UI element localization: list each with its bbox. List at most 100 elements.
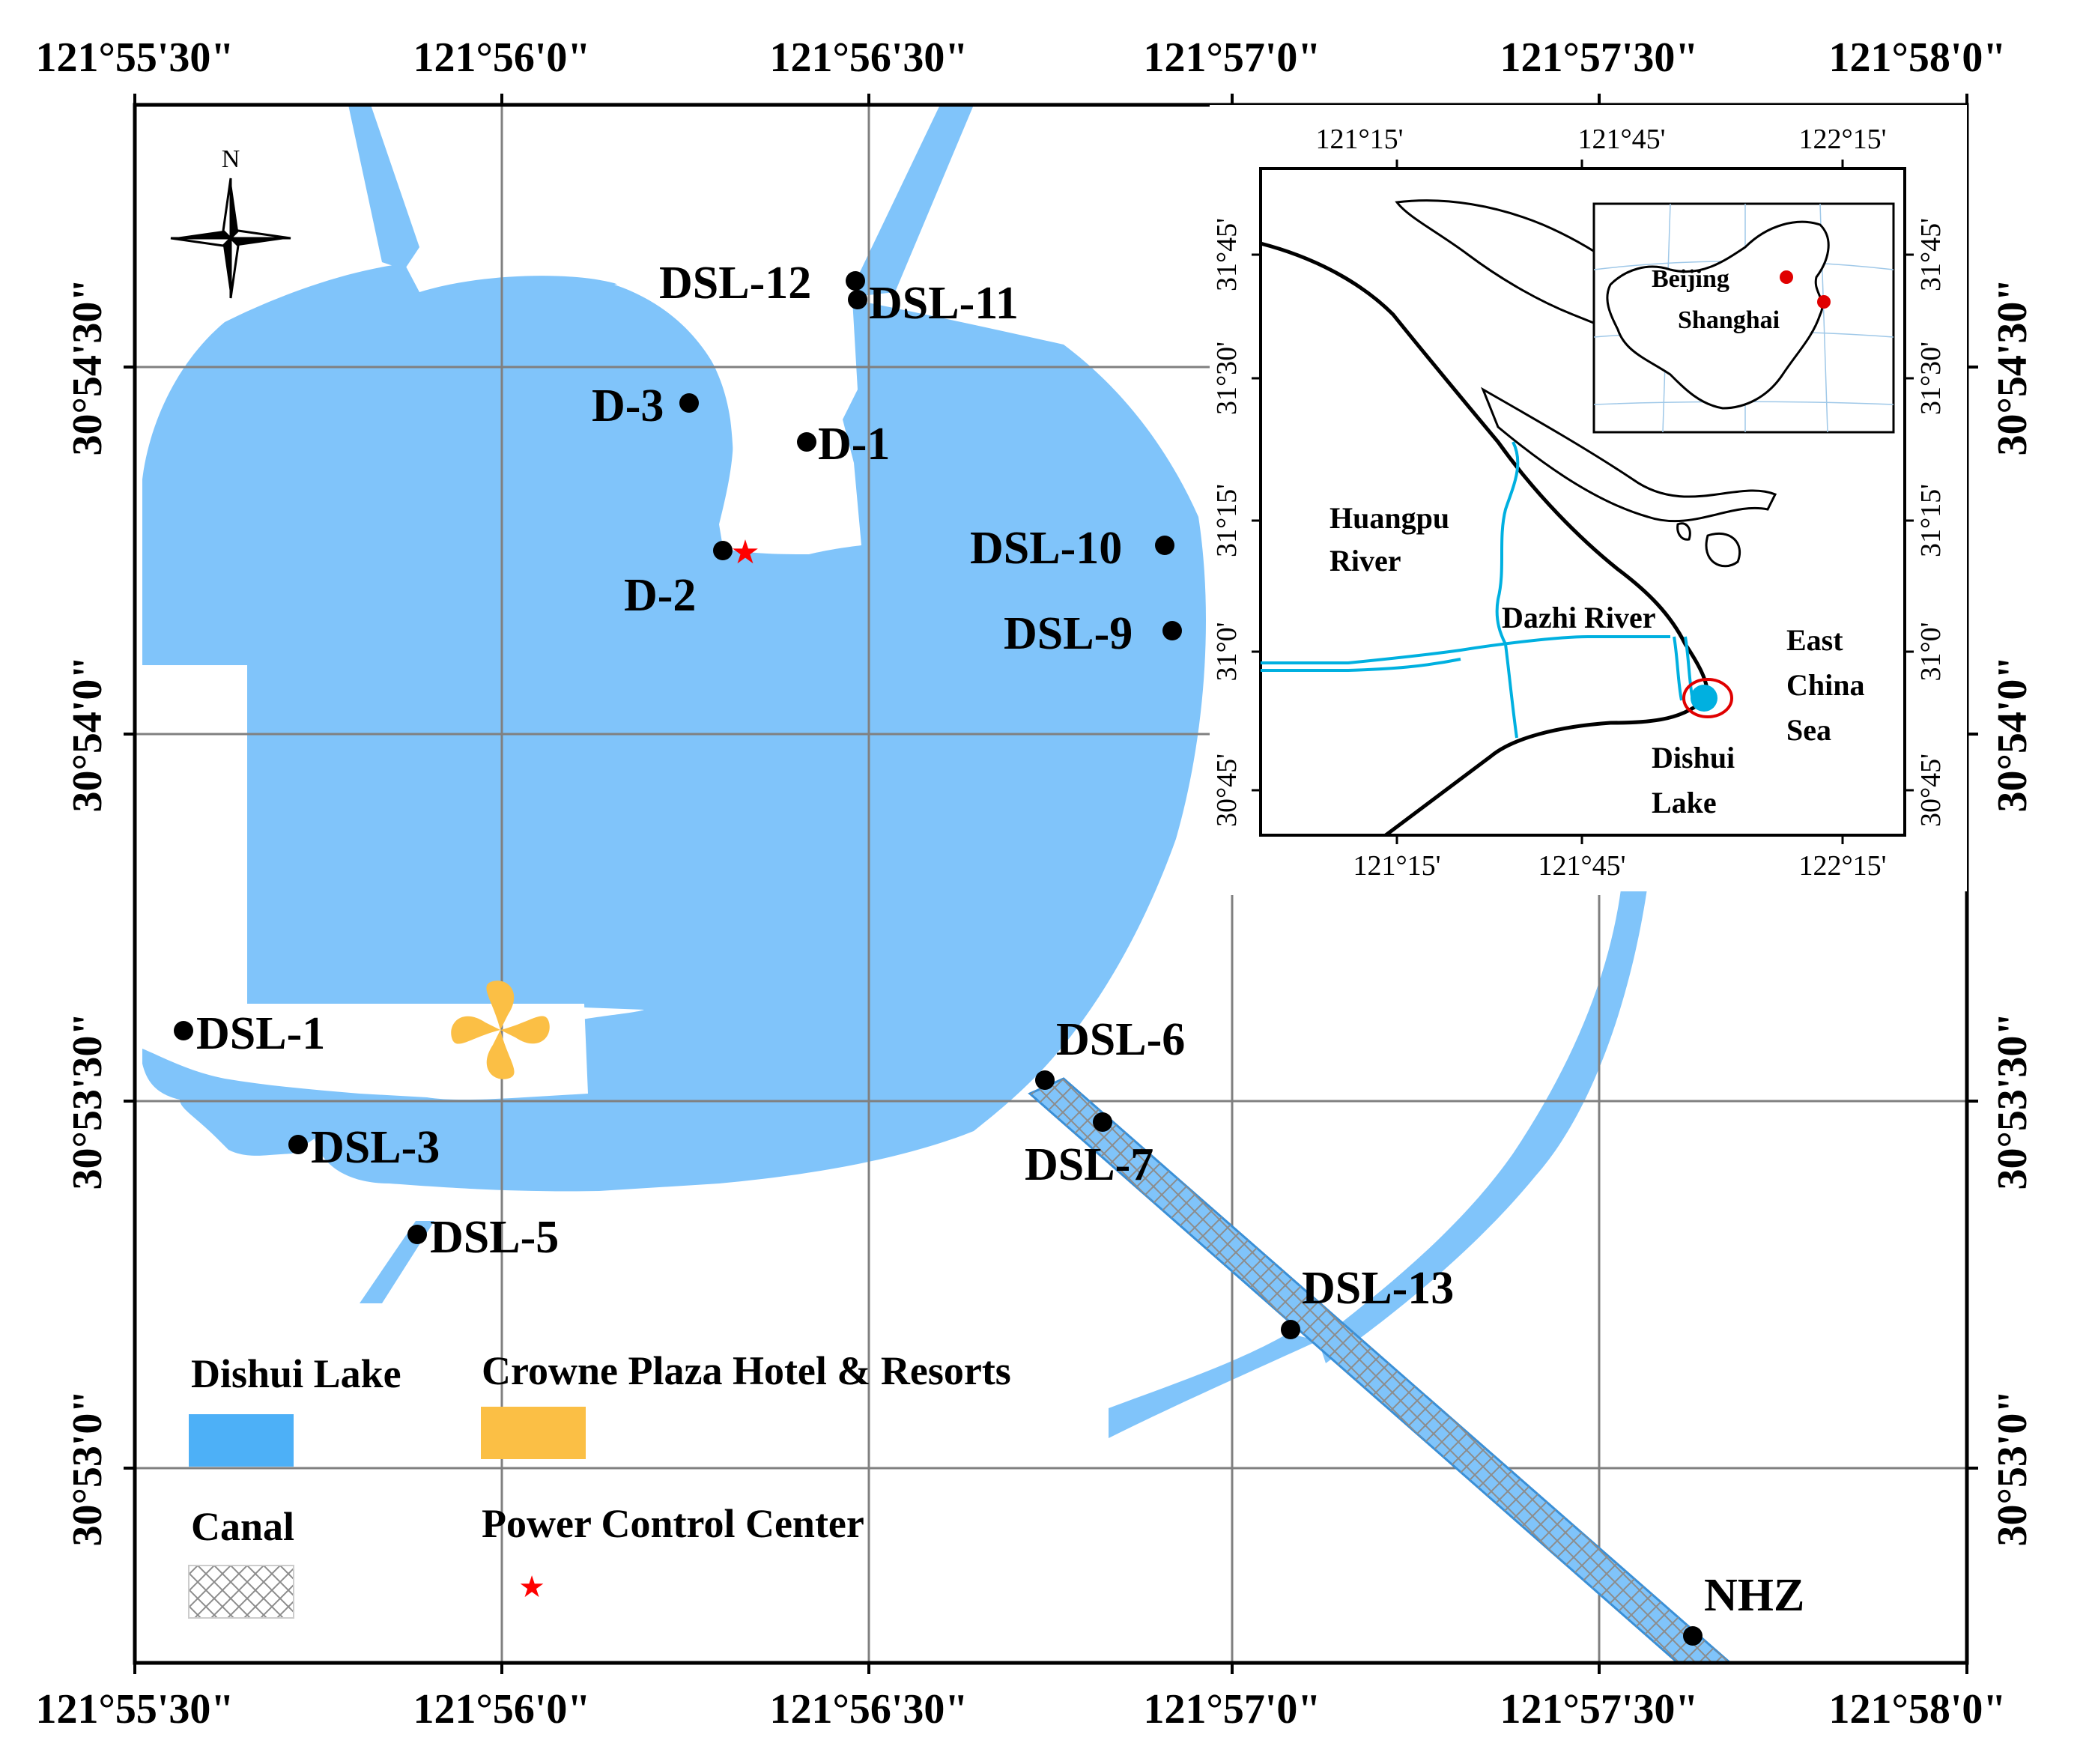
sampling-sites	[174, 271, 1703, 1646]
bottom-tick-label: 121°58'0"	[1828, 1686, 2006, 1733]
left-tick-label: 30°53'0"	[64, 1389, 111, 1546]
legend-label-lake: Dishui Lake	[191, 1351, 401, 1396]
site-label-dsl12: DSL-12	[659, 258, 811, 309]
china-label-beijing: Beijing	[1652, 265, 1729, 293]
top-tick-label: 121°56'0"	[413, 34, 590, 81]
site-label-dsl10: DSL-10	[970, 523, 1122, 574]
inset-bottom-tick-label: 122°15'	[1798, 850, 1886, 882]
site-label-dsl7: DSL-7	[1025, 1139, 1153, 1190]
legend-star-icon: ★	[518, 1570, 545, 1604]
inset-bottom-tick-label: 121°45'	[1538, 850, 1625, 882]
southwest-cutout	[285, 1139, 389, 1228]
site-label-d3: D-3	[592, 381, 664, 431]
northwest-channel	[348, 105, 419, 270]
right-tick-label: 30°54'30"	[1989, 278, 2036, 455]
site-dot-dsl5	[407, 1225, 427, 1244]
frame-ticks	[124, 94, 1978, 1674]
inset-right-tick-label: 30°45'	[1915, 754, 1947, 827]
inset-left-tick-label: 31°0'	[1211, 622, 1243, 681]
inset-right-labels: 31°45' 31°30' 31°15' 31°0' 30°45'	[1915, 218, 1947, 827]
inset-top-labels: 121°15' 121°45' 122°15'	[1315, 124, 1886, 155]
china-locator-map: Beijing Shanghai	[1592, 202, 1895, 434]
inset-right-tick-label: 31°30'	[1915, 342, 1947, 415]
site-label-dsl3: DSL-3	[311, 1122, 440, 1173]
right-tick-label: 30°53'0"	[1989, 1389, 2036, 1546]
bottom-tick-label: 121°57'0"	[1143, 1686, 1321, 1733]
site-dot-dsl11	[848, 290, 867, 309]
legend: Dishui Lake Crowne Plaza Hotel & Resorts…	[188, 1348, 1011, 1619]
north-channel	[854, 105, 974, 296]
power-control-star-icon: ★	[730, 534, 760, 571]
site-label-d2: D-2	[624, 570, 696, 621]
north-label: N	[222, 145, 240, 173]
site-label-nhz: NHZ	[1704, 1570, 1804, 1621]
inset-label-dishui: Dishui	[1652, 741, 1735, 775]
inset-label-lake: Lake	[1652, 786, 1717, 819]
right-tick-label: 30°54'0"	[1989, 655, 2036, 812]
top-tick-label: 121°57'0"	[1143, 34, 1321, 81]
site-dot-dsl9	[1162, 621, 1182, 640]
legend-swatch-hotel	[481, 1407, 586, 1459]
inset-label-sea: Sea	[1786, 713, 1831, 747]
top-longitude-labels: 121°55'30" 121°56'0" 121°56'30" 121°57'0…	[35, 34, 2006, 81]
inset-label-river: River	[1330, 544, 1401, 578]
bottom-tick-label: 121°56'30"	[769, 1686, 968, 1733]
legend-label-hotel: Crowne Plaza Hotel & Resorts	[482, 1348, 1011, 1393]
inset-dishui-lake-circle	[1682, 678, 1733, 718]
top-tick-label: 121°58'0"	[1828, 34, 2006, 81]
left-tick-label: 30°53'30"	[64, 1012, 111, 1189]
inset-left-tick-label: 30°45'	[1211, 754, 1243, 827]
site-dot-dsl6	[1035, 1070, 1055, 1090]
west-block	[135, 665, 247, 824]
inset-top-tick-label: 121°15'	[1315, 124, 1403, 155]
inset-left-tick-label: 31°45'	[1211, 218, 1243, 291]
canal-hatch	[1030, 1079, 1730, 1663]
main-lake-body	[142, 264, 1206, 1192]
inset-bottom-labels: 121°15' 121°45' 122°15'	[1353, 850, 1886, 882]
site-dot-nhz	[1683, 1626, 1703, 1646]
site-dot-dsl13	[1281, 1320, 1300, 1339]
southeast-channel	[1109, 1333, 1318, 1438]
legend-swatch-canal	[188, 1565, 294, 1619]
top-tick-label: 121°55'30"	[35, 34, 234, 81]
top-tick-label: 121°56'30"	[769, 34, 968, 81]
site-dot-dsl7	[1093, 1112, 1112, 1132]
beijing-dot	[1780, 270, 1793, 284]
right-latitude-labels: 30°54'30" 30°54'0" 30°53'30" 30°53'0"	[1989, 278, 2036, 1546]
site-dot-dsl3	[288, 1135, 308, 1154]
site-label-dsl13: DSL-13	[1302, 1263, 1454, 1314]
site-dot-dsl1	[174, 1021, 193, 1040]
site-dot-d3	[679, 393, 699, 413]
inset-tick-marks	[1252, 160, 1914, 844]
inset-left-tick-label: 31°30'	[1211, 342, 1243, 415]
china-label-shanghai: Shanghai	[1678, 306, 1780, 334]
inset-label-china: China	[1786, 668, 1865, 702]
inset-label-east: East	[1786, 623, 1843, 657]
site-label-dsl1: DSL-1	[196, 1008, 325, 1059]
site-dot-d1	[797, 432, 816, 452]
site-label-dsl9: DSL-9	[1004, 608, 1133, 659]
site-label-dsl11: DSL-11	[869, 278, 1019, 329]
bottom-longitude-labels: 121°55'30" 121°56'0" 121°56'30" 121°57'0…	[35, 1686, 2006, 1733]
china-outline	[1606, 220, 1830, 410]
site-dot-dsl10	[1155, 536, 1174, 555]
left-latitude-labels: 30°54'30" 30°54'0" 30°53'30" 30°53'0"	[64, 278, 111, 1546]
site-label-dsl6: DSL-6	[1056, 1014, 1185, 1065]
bottom-tick-label: 121°56'0"	[413, 1686, 590, 1733]
dishui-lake-water	[142, 105, 1648, 1438]
legend-label-power: Power Control Center	[482, 1501, 864, 1546]
inset-bottom-tick-label: 121°15'	[1353, 850, 1440, 882]
legend-label-canal: Canal	[191, 1504, 294, 1549]
bottom-tick-label: 121°55'30"	[35, 1686, 234, 1733]
inset-top-tick-label: 121°45'	[1577, 124, 1665, 155]
site-label-dsl5: DSL-5	[430, 1212, 559, 1263]
left-tick-label: 30°54'30"	[64, 278, 111, 455]
legend-swatch-lake	[189, 1414, 294, 1467]
inset-right-tick-label: 31°0'	[1915, 622, 1947, 681]
graticule	[135, 105, 1967, 1663]
central-island	[614, 275, 854, 551]
hotel-pinwheel-icon	[451, 980, 550, 1079]
inset-right-tick-label: 31°15'	[1915, 484, 1947, 557]
right-tick-label: 30°53'30"	[1989, 1012, 2036, 1189]
